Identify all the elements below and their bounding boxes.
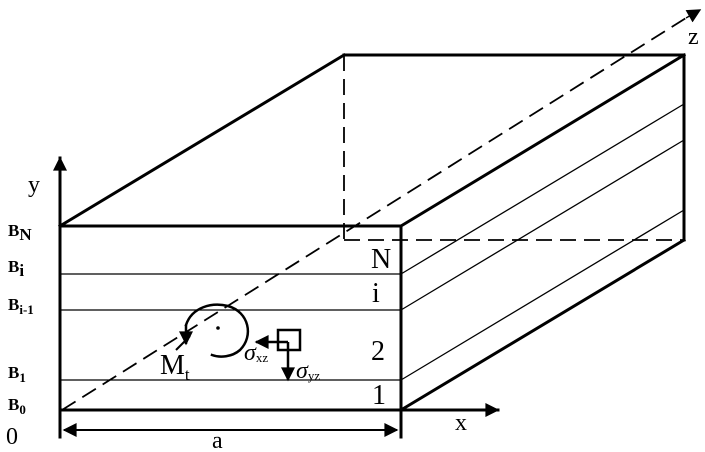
torque-symbol <box>175 303 250 358</box>
stress-xz-label: σxz <box>244 340 268 366</box>
z-axis-label: z <box>688 24 699 50</box>
moment-label: Mt <box>160 350 190 384</box>
y-axis-label: y <box>28 172 40 198</box>
width-dimension <box>58 410 403 439</box>
z-axis <box>61 9 702 411</box>
layer-label-2: 2 <box>371 336 385 367</box>
boundary-label-bN: BN <box>8 221 32 244</box>
width-label: a <box>212 428 223 452</box>
boundary-label-bim1: Bi-1 <box>8 295 34 317</box>
hidden-edges <box>343 55 684 241</box>
boundary-label-bi: Bi <box>8 257 24 280</box>
layer-label-n: N <box>371 244 391 275</box>
stress-yz-label: σyz <box>296 358 320 384</box>
boundary-label-b0: B0 <box>8 395 26 417</box>
layer-lines <box>60 103 685 381</box>
layer-label-i: i <box>372 278 380 309</box>
boundary-label-b1: B1 <box>8 363 26 385</box>
box-outline <box>57 52 687 413</box>
stress-element <box>254 328 302 382</box>
layer-label-1: 1 <box>372 380 386 411</box>
x-axis-label: x <box>455 410 467 436</box>
origin-label: 0 <box>6 424 18 450</box>
